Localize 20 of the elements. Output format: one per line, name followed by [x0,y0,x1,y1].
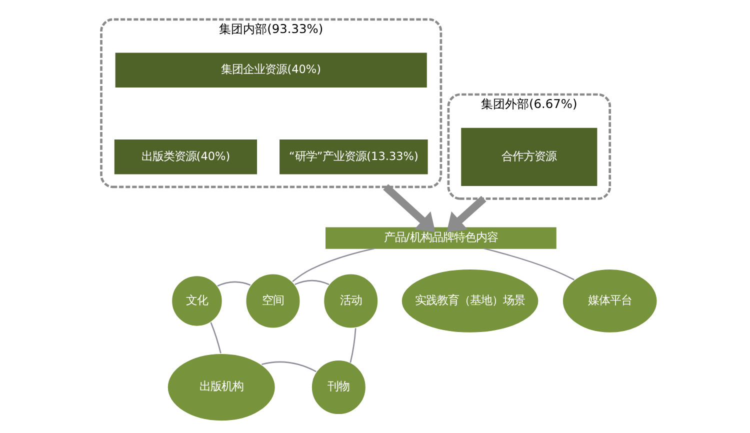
node-ellipse: 实践教育（基地）场景 [400,268,539,334]
node-box: 出版类资源(40%) [114,140,257,174]
connector [216,281,250,287]
arrow [382,184,435,232]
connector [482,248,574,280]
node-circle: 空间 [244,273,300,329]
node-ellipse: 出版机构 [166,353,276,422]
node-circle: 文化 [170,275,222,327]
connector [261,361,316,372]
node-ellipse: 媒体平台 [562,268,658,334]
connector [294,280,329,286]
node-circle: 活动 [322,273,378,329]
node-box: 合作方资源 [460,128,597,186]
node-box: “研学”产业资源(13.33%) [279,140,428,174]
connector [292,248,374,282]
connector [349,328,356,363]
node-box: 产品/机构品牌特色内容 [325,227,556,249]
node-circle: 刊物 [310,360,366,415]
connector [210,322,221,354]
node-box: 集团企业资源(40%) [114,52,426,88]
